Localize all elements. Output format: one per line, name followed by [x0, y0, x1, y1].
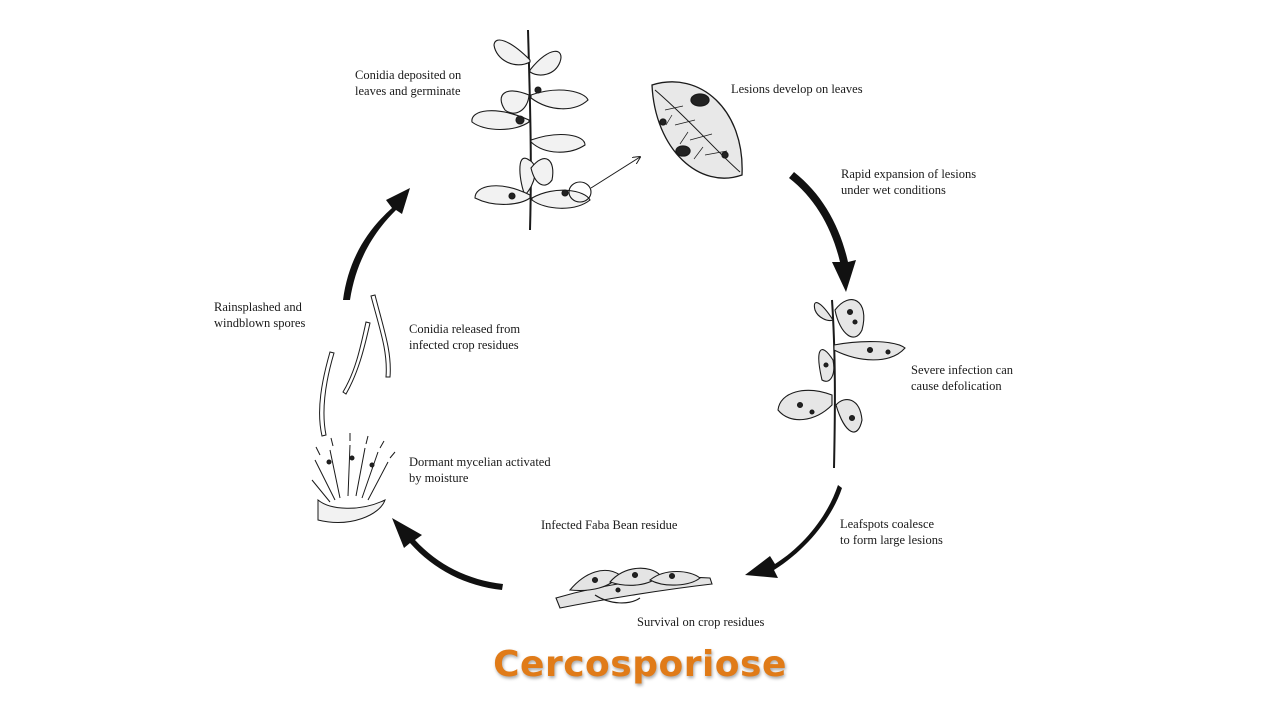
- label-line: Rapid expansion of lesions: [841, 167, 977, 181]
- leaf-lesion-icon: [651, 81, 743, 179]
- label-line: Lesions develop on leaves: [731, 82, 863, 96]
- label-leafspots-coalesce: Leafspots coalesce to form large lesions: [840, 517, 943, 548]
- label-line: Dormant mycelian activated: [409, 455, 551, 469]
- page-title: Cercosporiose: [493, 644, 787, 685]
- label-infected-residue: Infected Faba Bean residue: [541, 518, 677, 534]
- label-line: Severe infection can: [911, 363, 1014, 377]
- label-line: Conidia deposited on: [355, 68, 462, 82]
- label-line: Infected Faba Bean residue: [541, 518, 678, 532]
- magnify-arrow-icon: [590, 157, 640, 189]
- label-line: Leafspots coalesce: [840, 517, 935, 531]
- crop-residue-icon: [555, 567, 713, 609]
- mycelium-icon: [311, 433, 396, 523]
- label-line: by moisture: [409, 470, 469, 485]
- label-rainsplashed: Rainsplashed and windblown spores: [214, 300, 305, 331]
- label-line: windblown spores: [214, 315, 306, 330]
- label-severe-infection: Severe infection can cause defolication: [911, 363, 1013, 394]
- label-line: infected crop residues: [409, 337, 519, 352]
- label-rapid-expansion: Rapid expansion of lesions under wet con…: [841, 167, 976, 198]
- label-conidia-released: Conidia released from infected crop resi…: [409, 322, 520, 353]
- cycle-arrow-icon: [343, 172, 856, 590]
- label-dormant-mycelian: Dormant mycelian activated by moisture: [409, 455, 551, 486]
- label-line: cause defolication: [911, 378, 1002, 393]
- label-line: leaves and germinate: [355, 83, 461, 98]
- label-line: under wet conditions: [841, 182, 946, 197]
- conidia-icon: [319, 294, 391, 437]
- label-line: to form large lesions: [840, 532, 943, 547]
- label-line: Survival on crop residues: [637, 615, 765, 629]
- label-line: Rainsplashed and: [214, 300, 302, 314]
- plant-sprig-icon: [471, 29, 592, 231]
- defoliated-stem-icon: [777, 299, 906, 469]
- label-conidia-deposited: Conidia deposited on leaves and germinat…: [355, 68, 461, 99]
- label-lesions-develop: Lesions develop on leaves: [731, 82, 863, 98]
- label-line: Conidia released from: [409, 322, 521, 336]
- label-survival: Survival on crop residues: [637, 615, 764, 631]
